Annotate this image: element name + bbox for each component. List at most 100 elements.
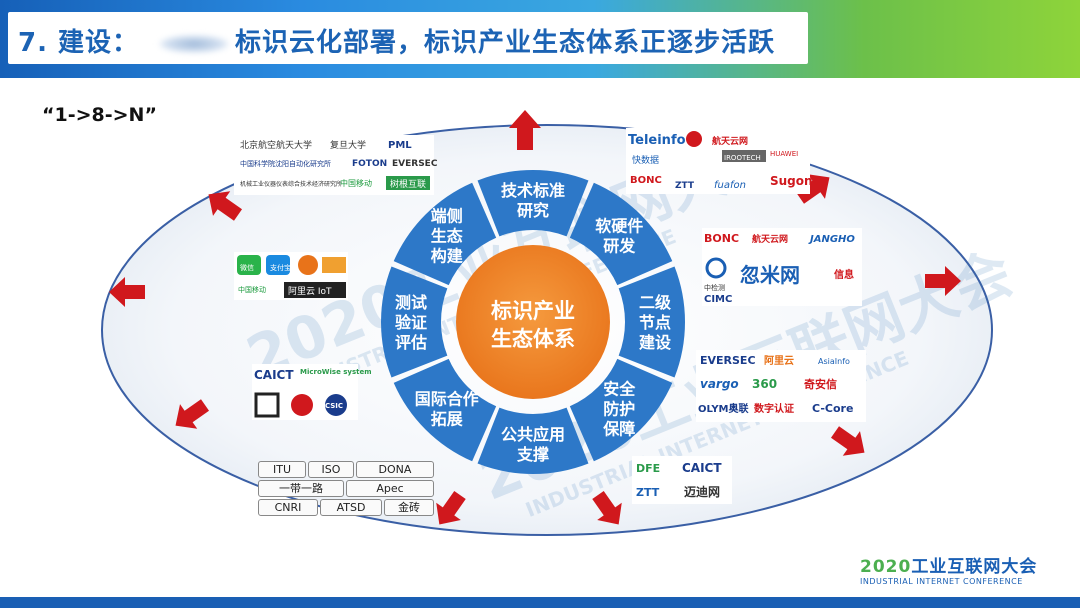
- logo-aliyun-iot: 阿里云 IoT: [288, 286, 332, 297]
- conference-logo: 2020工业互联网大会 INDUSTRIAL INTERNET CONFEREN…: [860, 552, 1037, 586]
- logo-teleinfo: Teleinfo: [628, 133, 686, 148]
- segment-label-7-line3: 评估: [395, 333, 427, 352]
- logo-cmcc-2: 中国移动: [238, 285, 266, 294]
- conference-name: 工业互联网大会: [911, 557, 1038, 577]
- segment-label-8-line3: 构建: [431, 247, 463, 266]
- logo-cluster-left-lower: CAICT MicroWise system CSIC: [252, 364, 372, 420]
- ring-segment-5: [477, 407, 589, 474]
- logo-pml: PML: [388, 140, 412, 151]
- segment-label-6-line2: 拓展: [431, 409, 464, 428]
- segment-label-3-line1: 二级: [639, 293, 672, 312]
- logo-huawei: HUAWEI: [770, 150, 798, 158]
- logo-qianxin: 奇安信: [804, 377, 837, 391]
- ring-segment-1: [477, 170, 589, 237]
- std-brics: 金砖: [384, 499, 434, 516]
- conference-year: 2020: [860, 557, 912, 577]
- logo-buaa: 北京航空航天大学: [240, 139, 312, 151]
- ring-segment-8: [393, 182, 497, 286]
- segment-label-5-line2: 支撑: [516, 445, 549, 464]
- segment-label-8-line1: 端侧: [431, 207, 463, 226]
- segment-label-7-line1: 测试: [395, 293, 427, 312]
- arrow-upper-left: [208, 191, 243, 221]
- center-circle: [456, 245, 610, 399]
- segment-label-3-line3: 建设: [639, 333, 672, 352]
- ring-segment-7: [381, 266, 448, 378]
- ring-segment-2: [569, 182, 673, 286]
- arrow-down-right: [592, 490, 622, 525]
- logo-sia: 中国科学院沈阳自动化研究所: [240, 159, 331, 168]
- logo-cluster-top-left: 北京航空航天大学 复旦大学 PML 中国科学院沈阳自动化研究所 FOTON EV…: [234, 135, 438, 195]
- ring-segment-3: [618, 266, 685, 378]
- logo-csic: CSIC: [325, 402, 343, 410]
- logo-zhongjiance: 中检测: [704, 283, 725, 292]
- logo-cfca: 数字认证: [754, 402, 794, 415]
- logo-cluster-right-upper: BONC 航天云网 JANGHO 中检测 忽米网 CIMC 信息: [702, 228, 862, 306]
- logo-bonc-1: BONC: [630, 175, 662, 186]
- bottom-bar: [0, 597, 1080, 608]
- logo-ztt-2: ZTT: [636, 486, 660, 499]
- logo-casicloud-2: 航天云网: [752, 233, 788, 245]
- std-dona: DONA: [356, 461, 434, 478]
- arrow-lower-left: [175, 399, 210, 429]
- ring-segment-4: [569, 358, 673, 462]
- logo-caict-2: CAICT: [682, 461, 722, 475]
- segment-label-7-line2: 验证: [395, 313, 427, 332]
- arrow-upper-right: [795, 174, 830, 204]
- std-atsd: ATSD: [320, 499, 382, 516]
- logo-irootech: IROOTECH: [724, 154, 761, 162]
- conference-en: INDUSTRIAL INTERNET CONFERENCE: [860, 577, 1023, 586]
- logo-casicloud: 航天云网: [712, 135, 748, 147]
- arrow-lower-right: [830, 426, 865, 456]
- segment-label-2-line1: 软硬件: [595, 217, 643, 236]
- logo-cluster-bottom-right: DFE CAICT ZTT 迈迪网: [632, 456, 732, 504]
- logo-wechat: 微信: [240, 263, 254, 272]
- subtitle: “1->8->N”: [42, 104, 157, 126]
- logo-foton: FOTON: [352, 159, 387, 169]
- arrow-up: [509, 110, 541, 150]
- ring-segment-6: [393, 358, 497, 462]
- page-title: 7. 建设： 标识云化部署，标识产业生态体系正逐步活跃: [18, 22, 775, 59]
- logo-fuafon: fuafon: [714, 180, 746, 191]
- std-itu: ITU: [258, 461, 306, 478]
- logo-sugon: Sugon: [770, 174, 813, 188]
- arrows: [109, 110, 961, 525]
- std-cnri: CNRI: [258, 499, 318, 516]
- blurred-text: [159, 34, 230, 53]
- segment-label-5-line1: 公共应用: [501, 425, 565, 444]
- header-panel: [8, 12, 808, 64]
- logo-ztt-1: ZTT: [675, 181, 695, 191]
- std-belt-road: 一带一路: [258, 480, 344, 497]
- logo-eversec-2: EVERSEC: [700, 354, 756, 367]
- logo-aliyun: 阿里云: [764, 355, 794, 367]
- section-title: 标识云化部署，标识产业生态体系正逐步活跃: [235, 28, 776, 58]
- logo-jixie: 机械工业仪器仪表综合技术经济研究所: [240, 180, 342, 188]
- logo-cmcc: 中国移动: [340, 178, 372, 188]
- segment-label-8-line2: 生态: [431, 227, 463, 246]
- logo-fudan: 复旦大学: [330, 139, 366, 151]
- logo-cluster-top-right: Teleinfo 航天云网 HUAWEI 快数据 IROOTECH BONC Z…: [626, 128, 813, 194]
- logo-xinxi: 信息: [834, 268, 854, 281]
- arrow-left: [109, 277, 145, 307]
- logo-cluster-right-lower: EVERSEC 阿里云 AsiaInfo vargo 360 奇安信 OLYM奥…: [696, 350, 866, 422]
- segment-label-4-line2: 防护: [603, 399, 635, 418]
- logo-cluster-left-mid: 微信 支付宝 中国移动 阿里云 IoT: [234, 252, 348, 300]
- logo-vargo: vargo: [700, 377, 739, 391]
- logo-rootcloud: 树根互联: [390, 178, 426, 190]
- logo-kuaishuju: 快数据: [632, 154, 659, 166]
- logo-cimc: CIMC: [704, 294, 732, 305]
- segment-label-1-line2: 研究: [517, 201, 549, 220]
- logo-humi: 忽米网: [740, 263, 800, 287]
- segment-label-4-line1: 安全: [603, 379, 636, 398]
- segment-label-4-line3: 保障: [602, 419, 635, 438]
- logo-asiainfo: AsiaInfo: [818, 357, 850, 366]
- logo-microwise: MicroWise system: [300, 368, 372, 376]
- segment-label-1-line1: 技术标准: [501, 181, 565, 200]
- segment-label-6-line1: 国际合作: [415, 389, 479, 408]
- section-number: 7. 建设：: [18, 28, 140, 58]
- logo-alipay: 支付宝: [270, 263, 291, 272]
- center-label-line2: 生态体系: [491, 327, 575, 351]
- logo-eversec: EVERSEC: [392, 159, 438, 169]
- segment-label-2-line2: 研发: [603, 237, 636, 256]
- arrow-down-left: [436, 490, 466, 525]
- segment-ring: 技术标准研究软硬件研发二级节点建设安全防护保障公共应用支撑国际合作拓展测试验证评…: [381, 170, 685, 474]
